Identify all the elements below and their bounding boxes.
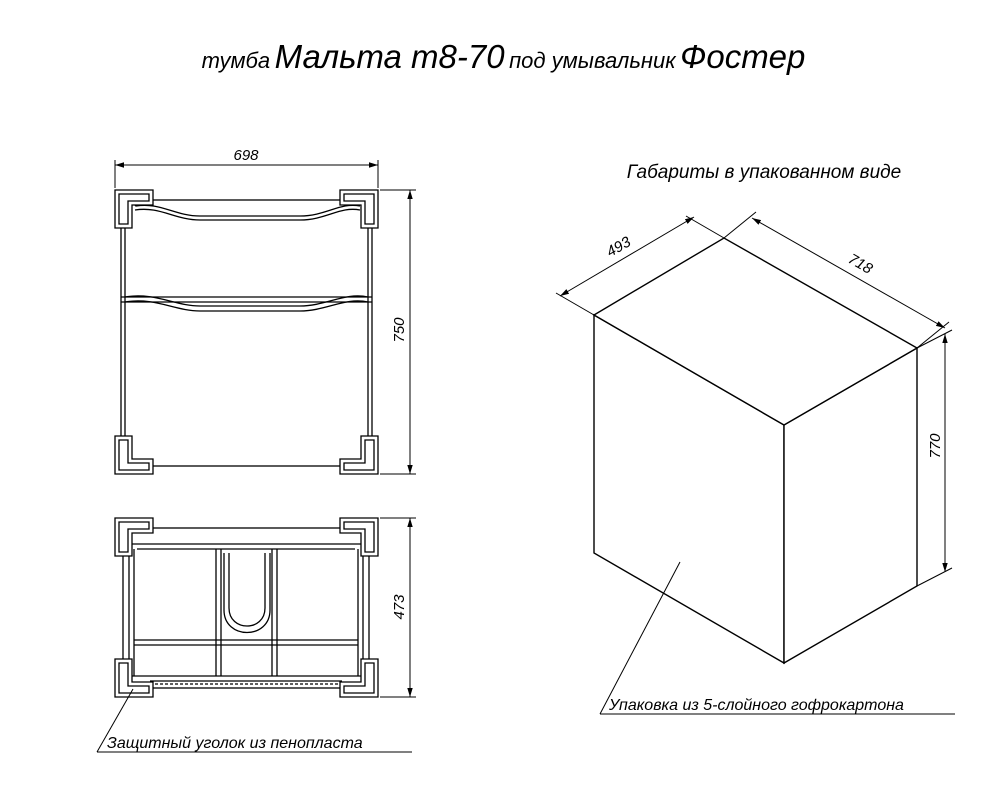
front-height-dimension [380, 189, 416, 475]
foam-corner [339, 517, 379, 557]
top-view [114, 517, 379, 698]
front-width-dimension [114, 160, 379, 188]
foam-corner [339, 435, 379, 475]
package-depth-value: 493 [604, 233, 635, 261]
front-width-value: 698 [233, 147, 259, 164]
title-middle: под умывальник [509, 48, 676, 73]
package-height-value: 770 [927, 433, 944, 459]
package-width-dimension [723, 211, 950, 349]
drawing-title: тумба Мальта т8-70 под умывальник Фостер [0, 38, 1007, 76]
lower-drawer-handle [124, 295, 369, 307]
foam-corner [114, 189, 154, 229]
foam-corner [114, 435, 154, 475]
top-depth-value: 473 [391, 594, 408, 620]
foam-callout: Защитный уголок из пенопласта [107, 735, 363, 752]
top-depth-dimension [380, 517, 416, 698]
title-basin: Фостер [680, 38, 806, 75]
package-depth-dimension [555, 215, 725, 316]
package-callout: Упаковка из 5-слойного гофрокартона [608, 697, 904, 714]
foam-corner [114, 658, 154, 698]
package-height-dimension [916, 329, 953, 587]
front-height-value: 750 [391, 317, 408, 343]
siphon-cutout [223, 553, 271, 633]
package-box [592, 237, 919, 665]
title-model: Мальта т8-70 [274, 38, 505, 75]
front-view [114, 189, 379, 475]
foam-corner [339, 658, 379, 698]
package-callout-leader [599, 561, 955, 715]
title-prefix: тумба [201, 48, 271, 73]
top-view-outline [122, 527, 370, 689]
foam-corner [339, 189, 379, 229]
foam-corner [114, 517, 154, 557]
package-heading: Габариты в упакованном виде [627, 162, 901, 183]
foam-callout-leader [96, 688, 412, 753]
cabinet-body [120, 199, 373, 467]
